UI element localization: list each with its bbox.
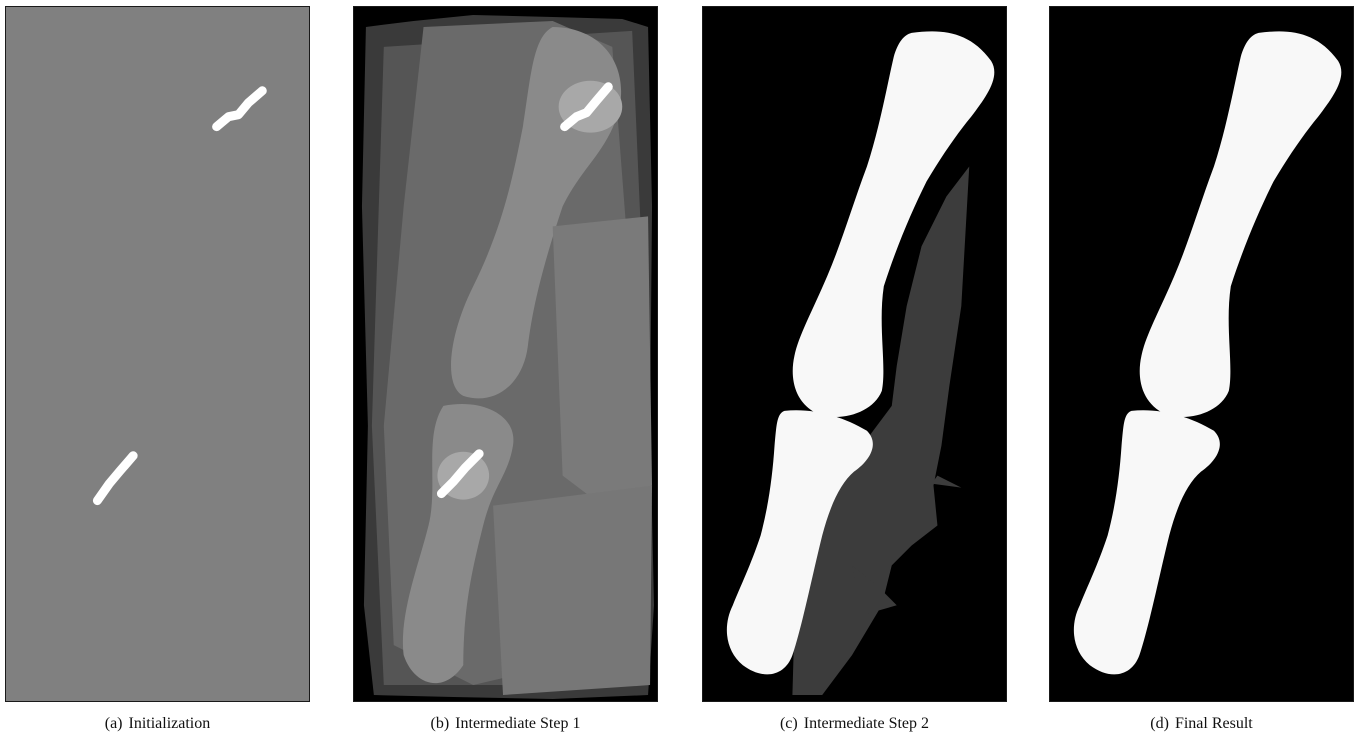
caption-text: Initialization [129,715,211,732]
intermediate-step-1-image [354,7,657,701]
caption-initialization: (a) Initialization [5,714,310,734]
caption-text: Final Result [1175,715,1253,732]
caption-label: (d) [1150,715,1169,732]
final-result-image [1050,7,1353,701]
caption-text: Intermediate Step 2 [804,715,929,732]
caption-label: (a) [105,715,123,732]
panel-intermediate-step-1 [353,6,658,702]
caption-intermediate-step-2: (c) Intermediate Step 2 [702,714,1007,734]
caption-text: Intermediate Step 1 [455,715,580,732]
panel-intermediate-step-2 [702,6,1007,702]
panel-initialization [5,6,310,702]
caption-label: (c) [780,715,798,732]
initialization-image [6,7,309,701]
caption-final-result: (d) Final Result [1049,714,1354,734]
caption-intermediate-step-1: (b) Intermediate Step 1 [353,714,658,734]
intermediate-step-2-image [703,7,1006,701]
caption-label: (b) [431,715,450,732]
panel-final-result [1049,6,1354,702]
